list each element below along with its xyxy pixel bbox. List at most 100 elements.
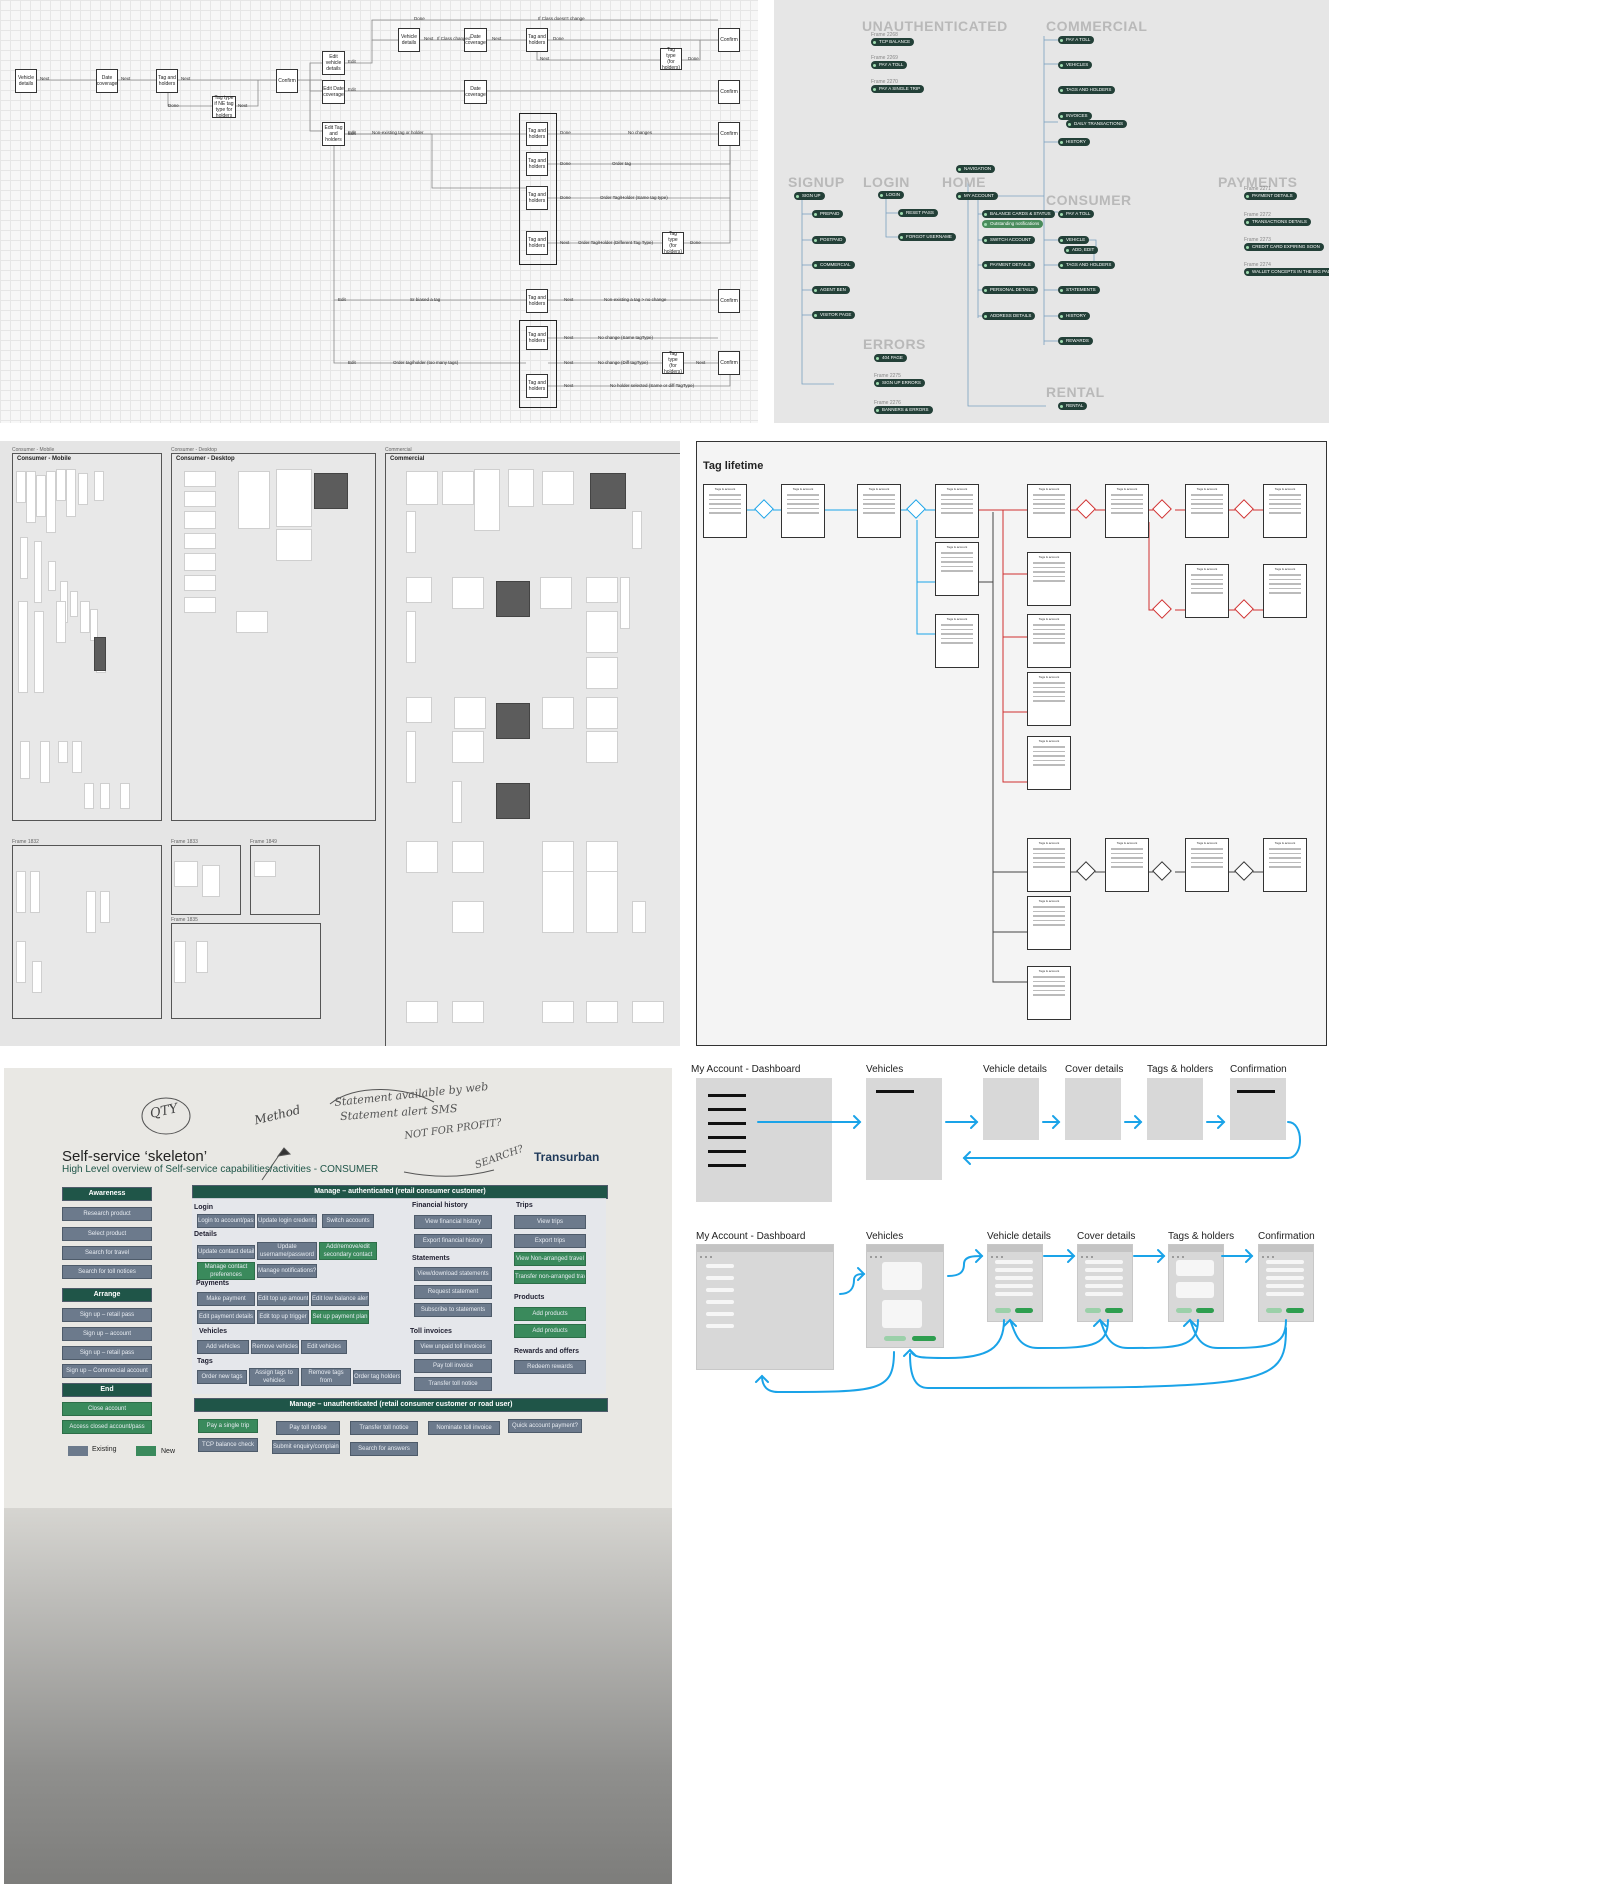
pill-my-account[interactable]: MY ACCOUNT bbox=[956, 192, 998, 200]
wf-secondary-button[interactable] bbox=[1266, 1308, 1282, 1313]
signup-retail-button[interactable]: Sign up – retail pass bbox=[62, 1308, 152, 1322]
pill-prepaid[interactable]: PREPAID bbox=[812, 210, 844, 218]
edit-topup-trigger-button[interactable]: Edit top up trigger bbox=[257, 1310, 309, 1324]
pill-commercial[interactable]: COMMERCIAL bbox=[812, 261, 855, 269]
pill-r-rental[interactable]: RENTAL bbox=[1058, 402, 1088, 410]
view-unpaid-button[interactable]: View unpaid toll invoices bbox=[414, 1340, 492, 1354]
edit-payment-details-button[interactable]: Edit payment details bbox=[197, 1310, 255, 1324]
add-secondary-button[interactable]: Add/remove/edit secondary contact bbox=[319, 1242, 377, 1260]
order-tag-holders-button[interactable]: Order tag holders bbox=[353, 1370, 401, 1384]
wf-primary-button[interactable] bbox=[1105, 1308, 1123, 1313]
pill-switch-account[interactable]: SWITCH ACCOUNT bbox=[982, 236, 1035, 244]
pill-outstanding[interactable]: Outstanding notifications bbox=[982, 220, 1044, 228]
view-non-arranged-button[interactable]: View Non-arranged travel bbox=[514, 1252, 586, 1266]
pill-cn-vehicle[interactable]: VEHICLE bbox=[1058, 236, 1090, 244]
pay-toll-notice-button[interactable]: Pay toll notice bbox=[276, 1421, 340, 1435]
pill-postpaid[interactable]: POSTPAID bbox=[812, 236, 847, 244]
pay-toll-invoice-button[interactable]: Pay toll invoice bbox=[414, 1359, 492, 1373]
pill-pay-single-trip[interactable]: PAY A SINGLE TRIP bbox=[871, 85, 925, 93]
wf-secondary-button[interactable] bbox=[1176, 1308, 1192, 1313]
wf-secondary-button[interactable] bbox=[884, 1336, 906, 1341]
request-statement-button[interactable]: Request statement bbox=[414, 1285, 492, 1299]
setup-payment-plan-button[interactable]: Set up payment plan bbox=[311, 1310, 369, 1324]
login-account-button[interactable]: Login to account/pass bbox=[197, 1214, 255, 1228]
update-username-button[interactable]: Update username/password bbox=[257, 1242, 317, 1260]
pill-e-404[interactable]: 404 PAGE bbox=[874, 354, 907, 362]
pill-c-vehicles[interactable]: VEHICLES bbox=[1058, 61, 1093, 69]
pill-cn-history[interactable]: HISTORY bbox=[1058, 312, 1090, 320]
pill-e-signup-errors[interactable]: SIGN UP ERRORS bbox=[874, 379, 925, 387]
manage-notifications-button[interactable]: Manage notifications? bbox=[257, 1264, 317, 1278]
pill-payment-details[interactable]: PAYMENT DETAILS bbox=[982, 261, 1035, 269]
pill-cn-rewards[interactable]: REWARDS bbox=[1058, 337, 1093, 345]
pill-e-banners[interactable]: BANNERS & ERRORS bbox=[874, 406, 933, 414]
wf-primary-button[interactable] bbox=[1196, 1308, 1214, 1313]
pill-p-payment-details[interactable]: PAYMENT DETAILS bbox=[1244, 192, 1297, 200]
pill-visitor-page[interactable]: VISITOR PAGE bbox=[812, 311, 856, 319]
pill-c-invoices[interactable]: INVOICES bbox=[1058, 112, 1092, 120]
pill-c-history[interactable]: HISTORY bbox=[1058, 138, 1090, 146]
add-products-2-button[interactable]: Add products bbox=[514, 1324, 586, 1338]
pill-p-transactions[interactable]: TRANSACTIONS DETAILS bbox=[1244, 218, 1311, 226]
signup-retail2-button[interactable]: Sign up – retail pass bbox=[62, 1346, 152, 1360]
submit-enquiry-button[interactable]: Submit enquiry/complaint bbox=[272, 1440, 340, 1454]
update-contact-button[interactable]: Update contact details bbox=[197, 1245, 255, 1259]
redeem-rewards-button[interactable]: Redeem rewards bbox=[514, 1360, 586, 1374]
export-financial-button[interactable]: Export financial history bbox=[414, 1234, 492, 1248]
order-new-tags-button[interactable]: Order new tags bbox=[197, 1370, 247, 1384]
close-account-button[interactable]: Close account bbox=[62, 1402, 152, 1416]
manage-contact-button[interactable]: Manage contact preferences bbox=[197, 1262, 255, 1280]
wf-primary-button[interactable] bbox=[912, 1336, 936, 1341]
transfer-non-arranged-button[interactable]: Transfer non-arranged travel bbox=[514, 1270, 586, 1284]
search-answers-button[interactable]: Search for answers bbox=[350, 1442, 418, 1456]
pay-single-trip-button[interactable]: Pay a single trip bbox=[198, 1419, 258, 1433]
switch-accounts-button[interactable]: Switch accounts bbox=[322, 1214, 374, 1228]
pill-login[interactable]: LOGIN bbox=[878, 191, 905, 199]
wf-secondary-button[interactable] bbox=[995, 1308, 1011, 1313]
subscribe-statements-button[interactable]: Subscribe to statements bbox=[414, 1303, 492, 1317]
remove-vehicles-button[interactable]: Remove vehicles bbox=[251, 1340, 299, 1354]
pill-c-tags-holders[interactable]: TAGS AND HOLDERS bbox=[1058, 86, 1116, 94]
signup-commercial-button[interactable]: Sign up – Commercial account bbox=[62, 1364, 152, 1378]
signup-account-button[interactable]: Sign up – account bbox=[62, 1327, 152, 1341]
pill-c-daily-trans[interactable]: DAILY TRANSACTIONS bbox=[1066, 120, 1128, 128]
pill-address-details[interactable]: ADDRESS DETAILS bbox=[982, 312, 1036, 320]
transfer-toll-notice-button[interactable]: Transfer toll notice bbox=[350, 1421, 418, 1435]
tcp-balance-check-button[interactable]: TCP balance check bbox=[198, 1438, 258, 1452]
pill-personal-details[interactable]: PERSONAL DETAILS bbox=[982, 286, 1039, 294]
view-trips-button[interactable]: View trips bbox=[514, 1215, 586, 1229]
nominate-toll-invoice-button[interactable]: Nominate toll invoice bbox=[428, 1421, 500, 1435]
quick-account-payment-button[interactable]: Quick account payment? bbox=[508, 1419, 582, 1433]
research-product-button[interactable]: Research product bbox=[62, 1207, 152, 1221]
pill-navigation[interactable]: NAVIGATION bbox=[956, 165, 996, 173]
search-toll-button[interactable]: Search for toll notices bbox=[62, 1265, 152, 1279]
make-payment-button[interactable]: Make payment bbox=[197, 1292, 255, 1306]
edit-topup-button[interactable]: Edit top up amount bbox=[257, 1292, 309, 1306]
select-product-button[interactable]: Select product bbox=[62, 1227, 152, 1241]
pill-c-pay-a-toll[interactable]: PAY A TOLL bbox=[1058, 36, 1095, 44]
transfer-toll-button[interactable]: Transfer toll notice bbox=[414, 1377, 492, 1391]
view-financial-button[interactable]: View financial history bbox=[414, 1215, 492, 1229]
pill-reset-pass[interactable]: RESET PASS bbox=[898, 209, 938, 217]
add-vehicles-button[interactable]: Add vehicles bbox=[197, 1340, 249, 1354]
search-travel-button[interactable]: Search for travel bbox=[62, 1246, 152, 1260]
pill-cn-tags-holders[interactable]: TAGS AND HOLDERS bbox=[1058, 261, 1116, 269]
view-statements-button[interactable]: View/download statements bbox=[414, 1267, 492, 1281]
pill-p-wallet[interactable]: WALLET CONCEPTS IN THE BIG PAD bbox=[1244, 268, 1329, 276]
export-trips-button[interactable]: Export trips bbox=[514, 1234, 586, 1248]
pill-cn-statements[interactable]: STATEMENTS bbox=[1058, 286, 1100, 294]
assign-tags-button[interactable]: Assign tags to vehicles bbox=[249, 1368, 299, 1386]
wf-primary-button[interactable] bbox=[1286, 1308, 1304, 1313]
wf-primary-button[interactable] bbox=[1015, 1308, 1033, 1313]
pill-forgot-username[interactable]: FORGOT USERNAME bbox=[898, 233, 956, 241]
wf-secondary-button[interactable] bbox=[1085, 1308, 1101, 1313]
edit-low-balance-button[interactable]: Edit low balance alert bbox=[311, 1292, 369, 1306]
pill-cn-pay-a-toll[interactable]: PAY A TOLL bbox=[1058, 210, 1095, 218]
pill-p-credit-card[interactable]: CREDIT CARD EXPIRING SOON bbox=[1244, 243, 1324, 251]
pill-balance-cards[interactable]: BALANCE CARDS & STATUS bbox=[982, 210, 1055, 218]
add-products-button[interactable]: Add products bbox=[514, 1307, 586, 1321]
edit-vehicles-button[interactable]: Edit vehicles bbox=[301, 1340, 347, 1354]
pill-agent-ben[interactable]: AGENT BEN bbox=[812, 286, 850, 294]
pill-cn-add-edit[interactable]: ADD, EDIT bbox=[1064, 246, 1099, 254]
update-login-button[interactable]: Update login credentials bbox=[257, 1214, 317, 1228]
